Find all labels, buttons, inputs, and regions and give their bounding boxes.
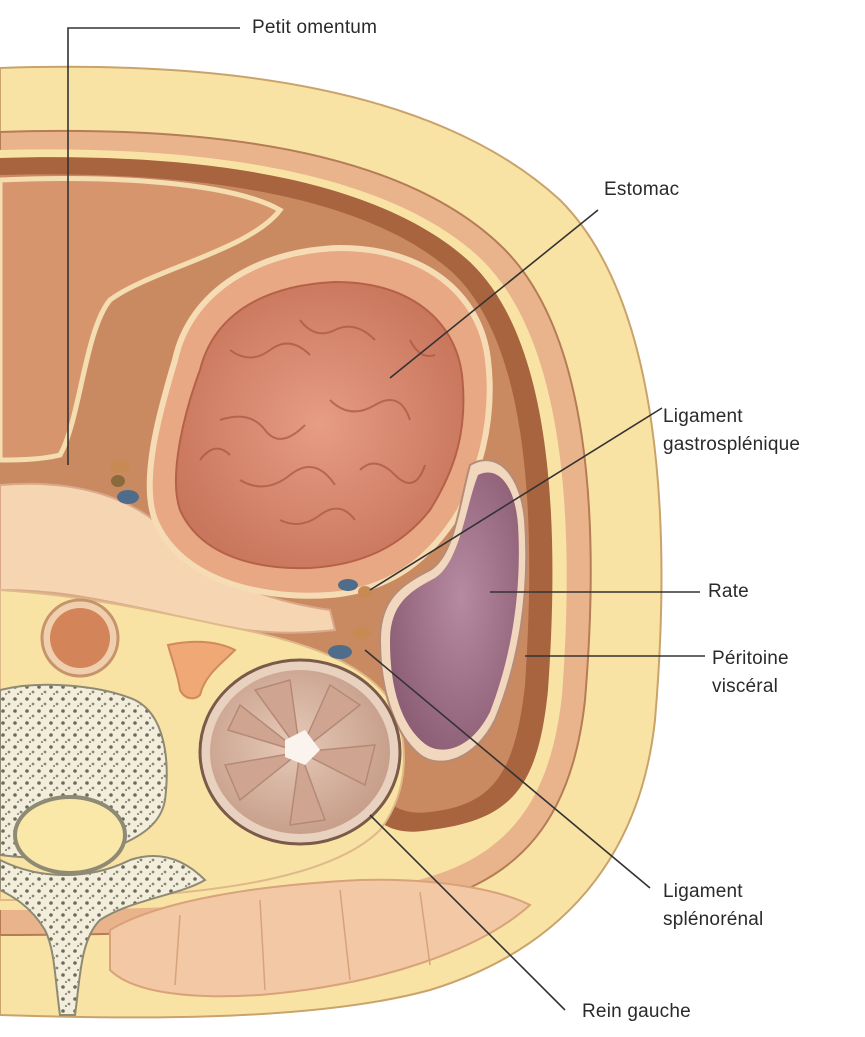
spinal-canal xyxy=(15,797,125,873)
label-peritoine-visceral: Péritoine viscéral xyxy=(712,647,789,698)
label-rate: Rate xyxy=(708,580,749,603)
label-estomac: Estomac xyxy=(604,178,679,201)
label-ligament-splenorenal: Ligament splénorénal xyxy=(663,880,763,931)
aorta-lumen xyxy=(50,608,110,668)
label-ligament-gastrosplenique: Ligament gastrosplénique xyxy=(663,405,800,456)
label-rein-gauche: Rein gauche xyxy=(582,1000,691,1023)
label-petit-omentum: Petit omentum xyxy=(252,16,377,39)
